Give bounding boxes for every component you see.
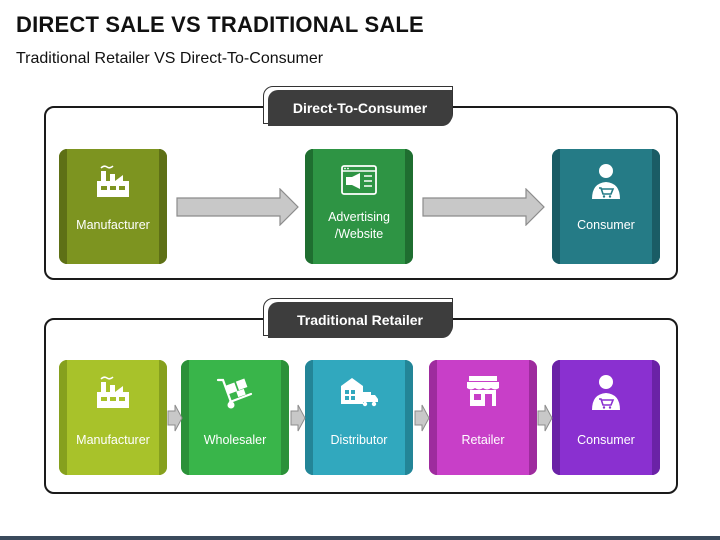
tr-node-wholesaler: Wholesaler [181,360,289,475]
tr-node-retailer: Retailer [429,360,537,475]
storefront-icon [467,376,499,406]
dtc-node-manufacturer: Manufacturer [59,149,167,264]
consumer-icon [592,375,620,410]
hand-truck-icon [216,378,253,409]
consumer-icon [592,164,620,199]
node-label: Manufacturer [76,433,150,447]
warehouse-truck-icon [341,378,378,407]
node-label: Retailer [461,433,505,447]
factory-icon [97,165,129,197]
node-label: Advertising/Website [328,210,390,241]
traditional-retailer-tag-label: Traditional Retailer [268,302,452,338]
flow-arrow-right [422,188,545,226]
dtc-node-consumer: Consumer [552,149,660,264]
node-label: Consumer [577,218,635,232]
dtc-node-advertising-website: Advertising/Website [305,149,413,264]
small-flow-arrow [290,404,306,432]
direct-to-consumer-tag-label: Direct-To-Consumer [268,90,452,126]
small-flow-arrow [537,404,553,432]
tr-node-distributor: Distributor [305,360,413,475]
footer-bar [0,536,720,540]
page-subtitle: Traditional Retailer VS Direct-To-Consum… [16,50,324,67]
website-ad-icon [341,165,377,195]
tr-node-manufacturer: Manufacturer [59,360,167,475]
node-label: Wholesaler [203,433,267,447]
flow-arrow-right [176,188,299,226]
node-label: Distributor [330,433,388,447]
tr-node-consumer: Consumer [552,360,660,475]
node-label: Manufacturer [76,218,150,232]
node-label: Consumer [577,433,635,447]
factory-icon [97,376,129,408]
small-flow-arrow [414,404,430,432]
small-flow-arrow [167,404,183,432]
page-title: DIRECT SALE VS TRADITIONAL SALE [16,12,424,37]
